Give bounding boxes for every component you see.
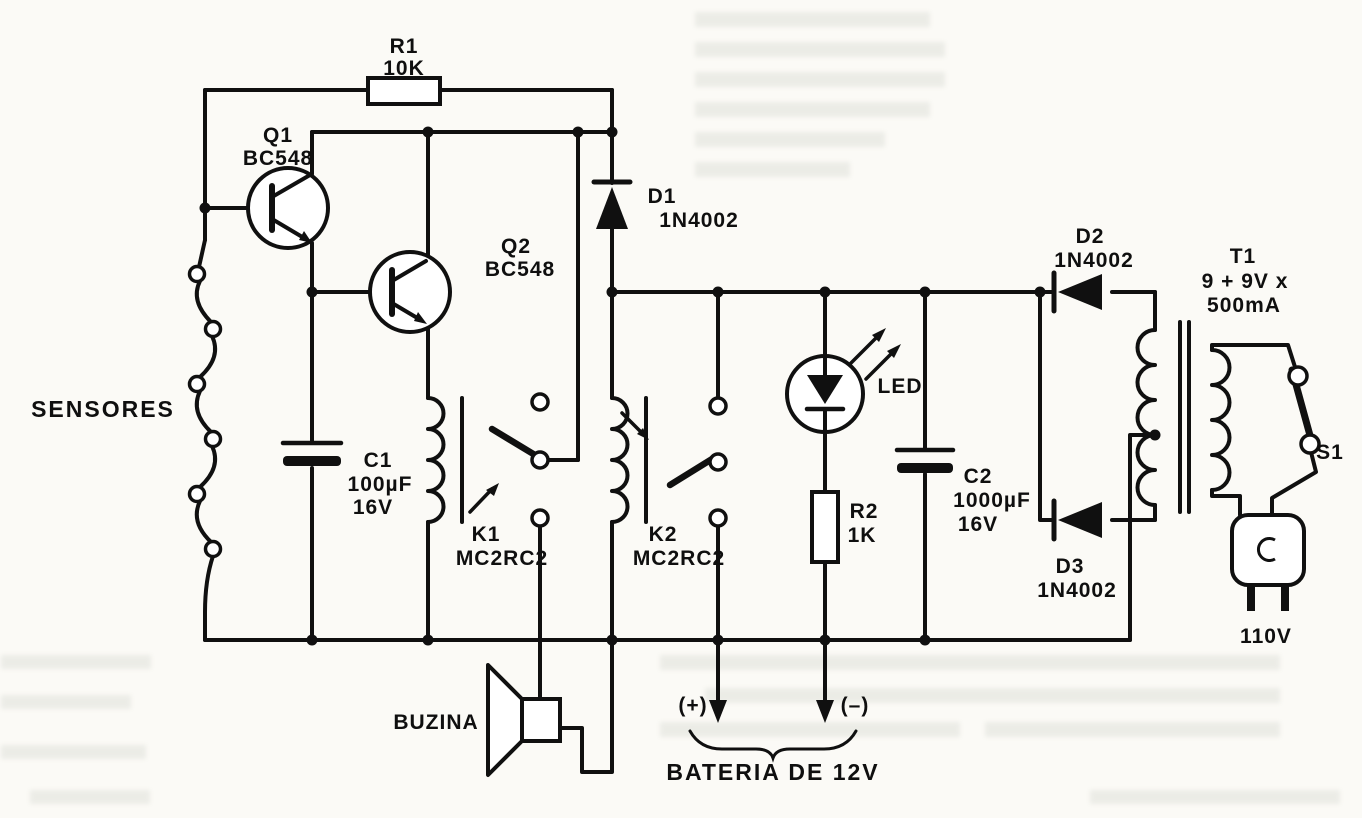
wires <box>194 88 1318 774</box>
sensors-label: SENSORES <box>31 396 175 422</box>
battery-minus-label: (–) <box>841 694 870 717</box>
d1-value-label: 1N4002 <box>659 209 739 232</box>
d2-value-label: 1N4002 <box>1054 249 1134 272</box>
r2-value-label: 1K <box>848 524 877 547</box>
t1-ref-label: T1 <box>1230 245 1257 268</box>
r1-ref-label: R1 <box>390 35 419 58</box>
led-label: LED <box>878 375 923 398</box>
q1-value-label: BC548 <box>243 147 313 170</box>
q2-ref-label: Q2 <box>501 235 531 258</box>
d3-ref-label: D3 <box>1056 555 1085 578</box>
led-emission-arrows <box>849 328 901 381</box>
relay-k1-contacts <box>468 392 550 528</box>
c2-rating-label: 16V <box>958 513 998 536</box>
print-bleedthrough <box>1 12 1340 804</box>
horn-speaker <box>486 663 562 777</box>
transistor-q2 <box>368 250 452 334</box>
q2-value-label: BC548 <box>485 258 555 281</box>
battery-plus-label: (+) <box>678 694 707 717</box>
capacitor-c1 <box>280 440 344 466</box>
sensor-terminals <box>187 264 223 559</box>
battery-terminals <box>688 700 858 763</box>
diode-d2 <box>1051 270 1102 314</box>
sensor-loop-wire <box>197 238 207 269</box>
led <box>785 328 901 434</box>
c1-ref-label: C1 <box>364 449 393 472</box>
t1-value-label: 9 + 9V x <box>1202 270 1289 293</box>
transistor-q1 <box>246 166 330 250</box>
r2-ref-label: R2 <box>850 500 879 523</box>
mains-voltage-label: 110V <box>1240 625 1292 648</box>
s1-label: S1 <box>1316 441 1344 464</box>
r1-value-label: 10K <box>383 57 425 80</box>
buzzer-label: BUZINA <box>393 711 478 734</box>
d2-ref-label: D2 <box>1076 225 1105 248</box>
c2-value-label: 1000µF <box>953 489 1031 512</box>
k2-value-label: MC2RC2 <box>633 547 725 570</box>
k2-ref-label: K2 <box>649 523 678 546</box>
d1-ref-label: D1 <box>648 185 677 208</box>
switch-s1 <box>1287 365 1321 455</box>
resistor-r1 <box>366 76 442 106</box>
resistor-r2 <box>810 490 840 564</box>
mains-plug <box>1230 513 1306 611</box>
diode-d1 <box>591 179 633 229</box>
battery-label: BATERIA DE 12V <box>666 759 879 785</box>
c1-rating-label: 16V <box>353 496 393 519</box>
q1-ref-label: Q1 <box>263 124 293 147</box>
c1-value-label: 100µF <box>348 473 413 496</box>
d3-value-label: 1N4002 <box>1037 579 1117 602</box>
junction-dots <box>199 126 1161 646</box>
capacitor-c2 <box>894 447 956 473</box>
battery-brace <box>688 729 858 763</box>
relay-k2-contacts <box>620 396 728 528</box>
t1-rating-label: 500mA <box>1207 294 1281 317</box>
k1-value-label: MC2RC2 <box>456 547 548 570</box>
k1-ref-label: K1 <box>472 523 501 546</box>
diode-d3 <box>1051 498 1102 542</box>
c2-ref-label: C2 <box>964 465 993 488</box>
